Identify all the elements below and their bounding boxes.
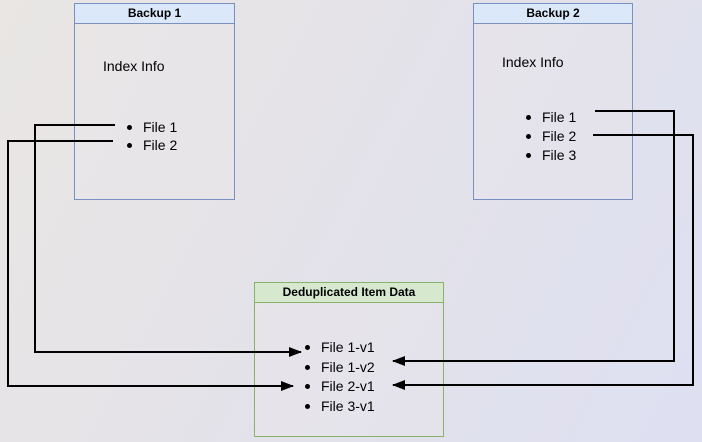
list-item: File 3-v1 — [305, 397, 375, 417]
backup2-header: Backup 2 — [474, 4, 632, 24]
list-item: File 2 — [126, 136, 177, 154]
deduplicated-item-data-box: Deduplicated Item Data File 1-v1 File 1-… — [254, 282, 444, 437]
backup2-index-info-label: Index Info — [502, 54, 564, 70]
list-item: File 1-v2 — [305, 358, 375, 378]
backup2-box: Backup 2 Index Info File 1 File 2 File 3 — [473, 3, 633, 200]
backup2-file-list: File 1 File 2 File 3 — [525, 108, 576, 165]
dedup-item-list: File 1-v1 File 1-v2 File 2-v1 File 3-v1 — [305, 338, 375, 417]
backup1-index-info-label: Index Info — [103, 58, 165, 74]
dedup-header: Deduplicated Item Data — [255, 283, 443, 303]
backup1-box: Backup 1 Index Info File 1 File 2 — [74, 3, 235, 200]
list-item: File 3 — [525, 146, 576, 165]
list-item: File 2 — [525, 127, 576, 146]
list-item: File 1-v1 — [305, 338, 375, 358]
backup1-header: Backup 1 — [75, 4, 234, 24]
list-item: File 2-v1 — [305, 377, 375, 397]
list-item: File 1 — [525, 108, 576, 127]
backup1-file-list: File 1 File 2 — [126, 118, 177, 154]
list-item: File 1 — [126, 118, 177, 136]
